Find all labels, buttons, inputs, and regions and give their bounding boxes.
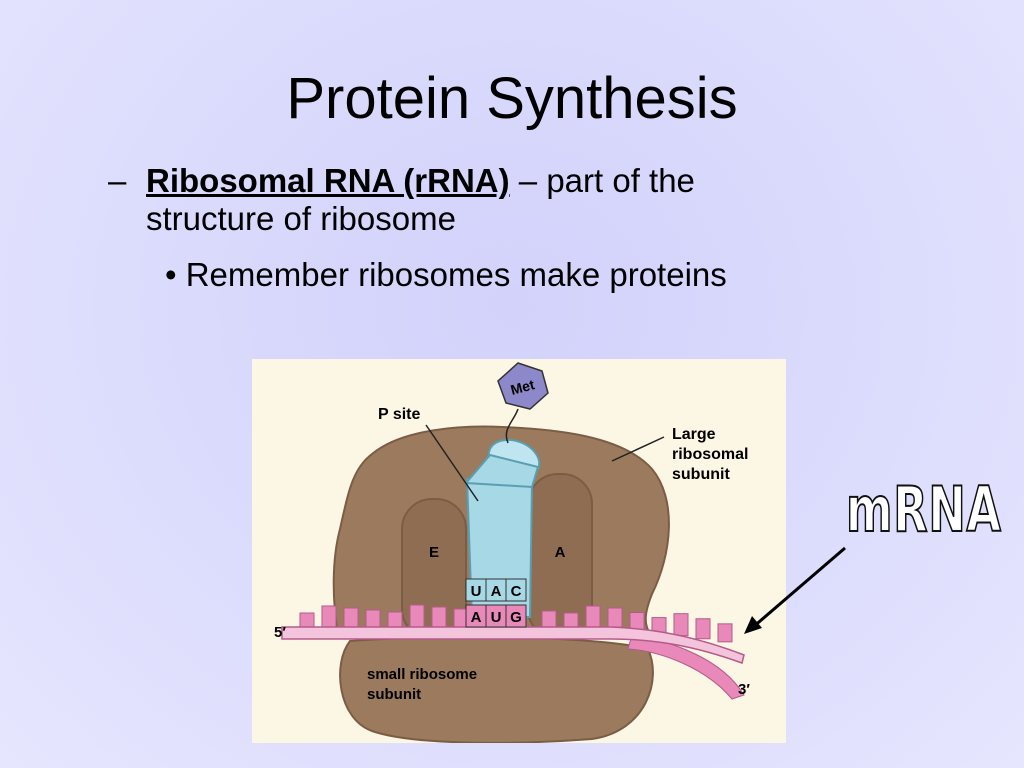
mrna-base [365, 609, 381, 628]
small-subunit-label-2: subunit [367, 686, 421, 703]
mrna-strand [281, 604, 745, 664]
codon-base: U [491, 609, 502, 626]
anticodon: U A C [465, 578, 527, 602]
mrna-base [629, 612, 645, 631]
five-prime-label: 5′ [274, 624, 286, 641]
mrna-base [387, 611, 403, 628]
mrna-base [431, 606, 447, 628]
large-subunit-leader [611, 436, 665, 462]
codon: A U G [465, 604, 527, 628]
rrna-definition: – part of the structure of ribosome [146, 162, 695, 237]
large-subunit-label-2: ribosomal [672, 446, 748, 463]
p-site-label: P site [378, 406, 421, 423]
mrna-base [409, 604, 425, 628]
large-subunit-label-3: subunit [672, 466, 730, 483]
mrna-base [343, 607, 359, 628]
bullet-rrna: – Ribosomal RNA (rRNA) – part of the str… [108, 162, 828, 238]
a-site-label: A [555, 544, 566, 561]
mrna-base [695, 618, 711, 640]
mrna-base [585, 605, 601, 628]
codon-base: A [471, 609, 482, 626]
codon-base: G [510, 609, 522, 626]
mrna-base [299, 612, 315, 628]
anticodon-base: C [511, 583, 522, 600]
anticodon-base: U [471, 583, 482, 600]
mrna-base [717, 623, 733, 643]
mrna-base [541, 610, 557, 628]
bullet-ribosomes: • Remember ribosomes make proteins [165, 256, 727, 293]
three-prime-label: 3′ [738, 681, 750, 698]
trna-arm [463, 453, 540, 489]
met-label: Met [509, 376, 537, 398]
mrna-base [321, 605, 337, 628]
mrna-callout: mRNA [845, 472, 1002, 547]
small-subunit-label-1: small ribosome [367, 666, 477, 683]
bullet-rrna-text: Ribosomal RNA (rRNA) – part of the struc… [146, 162, 828, 238]
e-site-label: E [429, 544, 439, 561]
met-link [505, 408, 519, 444]
mrna-base [607, 607, 623, 628]
met-amino-acid [497, 362, 549, 410]
anticodon-base: A [491, 583, 502, 600]
slide-title: Protein Synthesis [286, 66, 738, 131]
ribosome-diagram: E A small ribosome subunit U A C [252, 359, 786, 743]
rrna-term: Ribosomal RNA (rRNA) [146, 162, 510, 199]
p-site-leader [425, 424, 479, 502]
large-subunit-label-1: Large [672, 426, 716, 443]
bullet-dash: – [108, 162, 127, 199]
mrna-base [673, 613, 689, 637]
mrna-base [563, 612, 579, 628]
ribosome-illustration: E A small ribosome subunit U A C [274, 362, 750, 743]
